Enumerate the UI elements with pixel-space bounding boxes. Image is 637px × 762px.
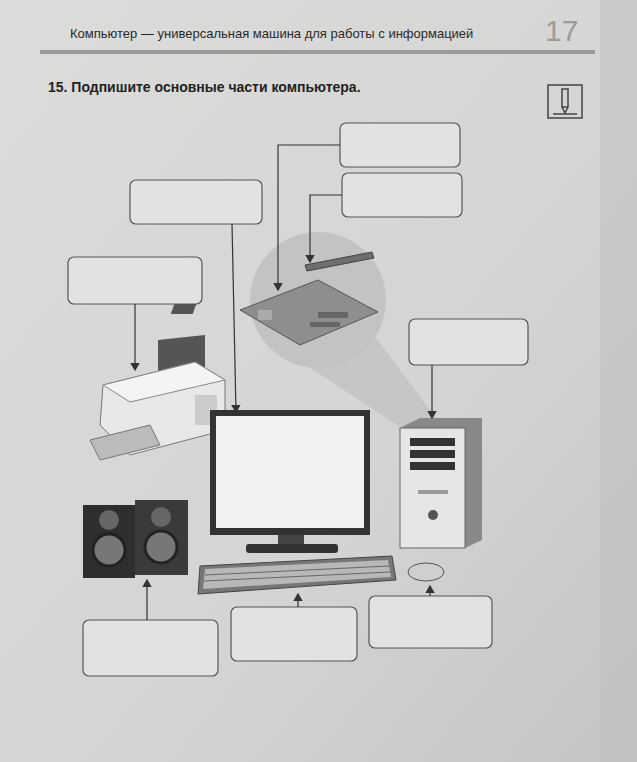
printer — [90, 335, 225, 460]
page-number: 17 — [545, 14, 578, 48]
monitor — [210, 410, 370, 553]
mouse — [408, 563, 444, 581]
running-header: Компьютер — универсальная машина для раб… — [70, 26, 473, 41]
ram-module — [305, 252, 374, 271]
task-heading: 15. Подпишите основные части компьютера. — [48, 79, 361, 95]
page-shadow — [600, 0, 637, 762]
speakers — [83, 500, 188, 578]
system-unit — [400, 418, 482, 548]
answer-box — [68, 123, 528, 676]
task-icon — [548, 85, 582, 118]
keyboard — [198, 556, 396, 594]
header-rule — [40, 50, 595, 54]
